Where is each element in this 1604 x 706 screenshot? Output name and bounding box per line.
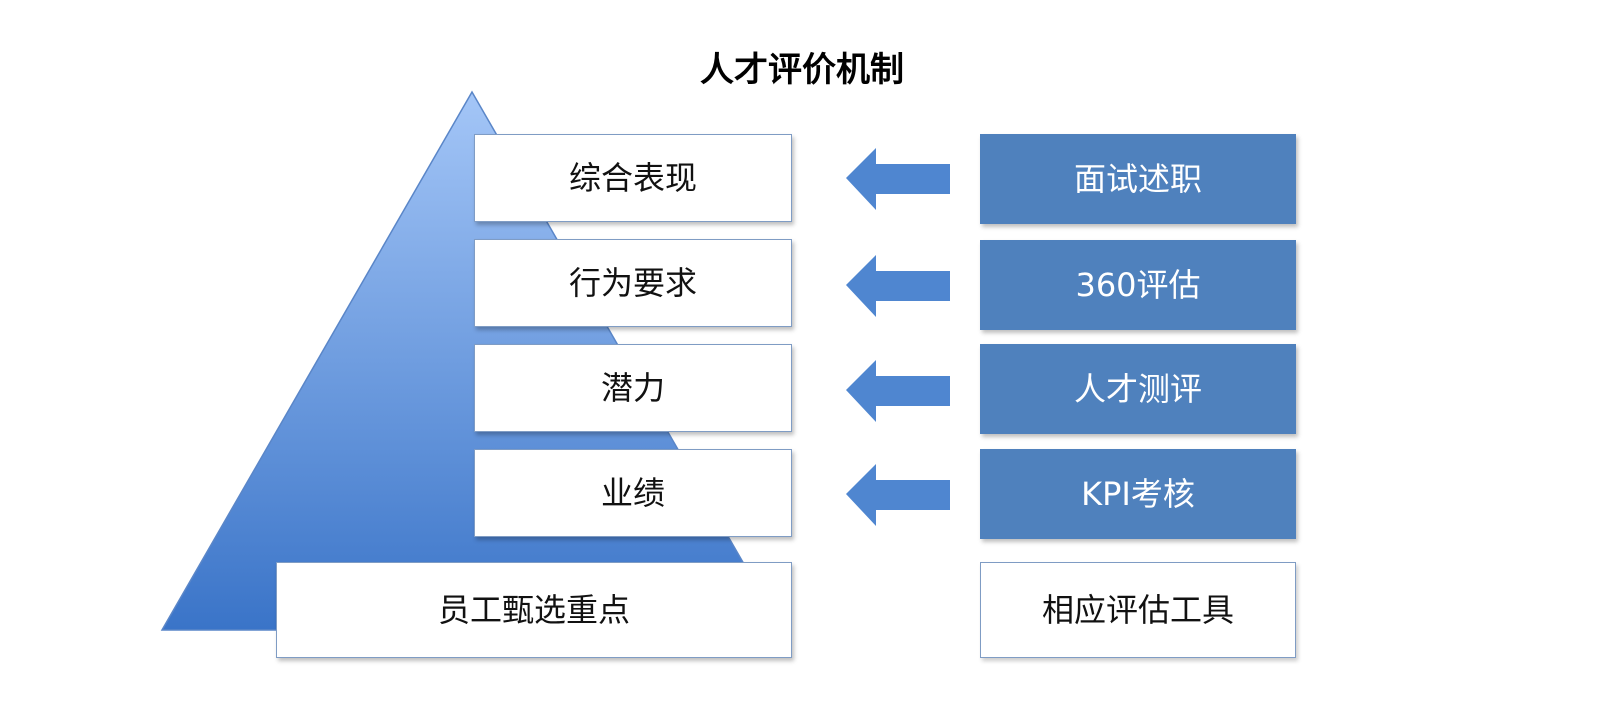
focus-label: 业绩 [600, 474, 665, 512]
tool-box-360: 360评估 [980, 240, 1296, 330]
focus-caption-label: 员工甄选重点 [437, 591, 630, 629]
focus-box-potential: 潜力 [474, 344, 792, 432]
focus-caption-box: 员工甄选重点 [276, 562, 792, 658]
tool-box-kpi: KPI考核 [980, 449, 1296, 539]
tool-label: 面试述职 [1073, 160, 1202, 198]
tool-label: KPI考核 [1081, 475, 1195, 513]
focus-box-behavior: 行为要求 [474, 239, 792, 327]
focus-box-comprehensive: 综合表现 [474, 134, 792, 222]
focus-label: 行为要求 [568, 264, 697, 302]
tool-label: 360评估 [1075, 266, 1201, 304]
diagram-title: 人才评价机制 [700, 50, 904, 90]
tool-box-interview: 面试述职 [980, 134, 1296, 224]
tools-caption-label: 相应评估工具 [1041, 591, 1234, 629]
focus-box-performance: 业绩 [474, 449, 792, 537]
tool-label: 人才测评 [1073, 370, 1202, 408]
focus-label: 综合表现 [568, 159, 697, 197]
tool-box-assessment: 人才测评 [980, 344, 1296, 434]
tools-caption-box: 相应评估工具 [980, 562, 1296, 658]
focus-label: 潜力 [600, 369, 665, 407]
